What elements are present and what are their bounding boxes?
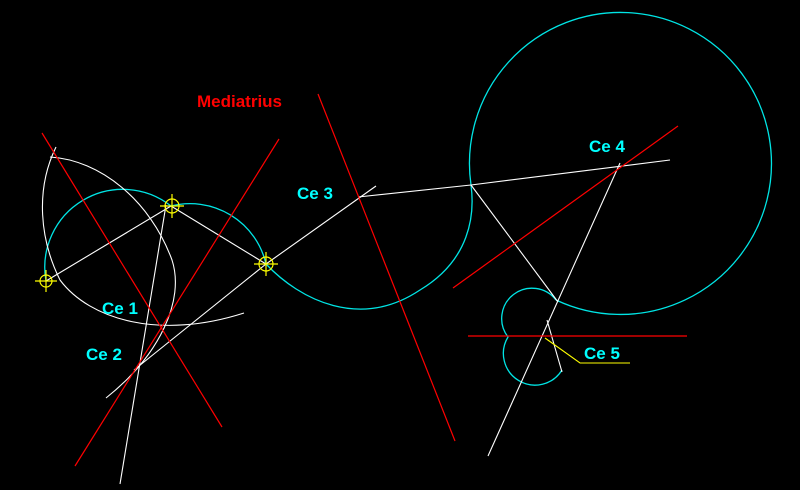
construction-line-1: [45, 205, 172, 282]
construction-line-9: [487, 162, 621, 457]
bisector-line-2: [74, 138, 280, 467]
construction-line-5: [265, 185, 377, 265]
bisector-line-4: [452, 125, 679, 289]
point-marker-3: [254, 252, 278, 276]
construction-line-4: [133, 263, 267, 371]
construction-line-10: [546, 319, 563, 373]
point-marker-2: [160, 194, 184, 218]
label-ce4: Ce 4: [589, 137, 625, 156]
diagram-title: Mediatrius: [197, 92, 282, 111]
bisector-line-1: [41, 132, 223, 428]
label-ce5: Ce 5: [584, 344, 620, 363]
bisector-line-3: [317, 93, 456, 442]
construction-arc-1: [41, 146, 245, 326]
ce5-leader: [544, 337, 630, 364]
label-ce2: Ce 2: [86, 345, 122, 364]
arc-ce5-circle: [501, 287, 563, 386]
construction-line-3: [119, 204, 167, 485]
arc-ce1-circle: [44, 188, 267, 282]
arc-ce3-curve: [265, 184, 473, 310]
label-ce3: Ce 3: [297, 184, 333, 203]
construction-line-7: [470, 159, 671, 186]
construction-arc-2: [49, 156, 176, 399]
label-ce1: Ce 1: [102, 299, 138, 318]
point-marker-1: [35, 270, 57, 292]
arc-ce4-circle: [468, 11, 773, 316]
construction-line-6: [357, 184, 472, 198]
